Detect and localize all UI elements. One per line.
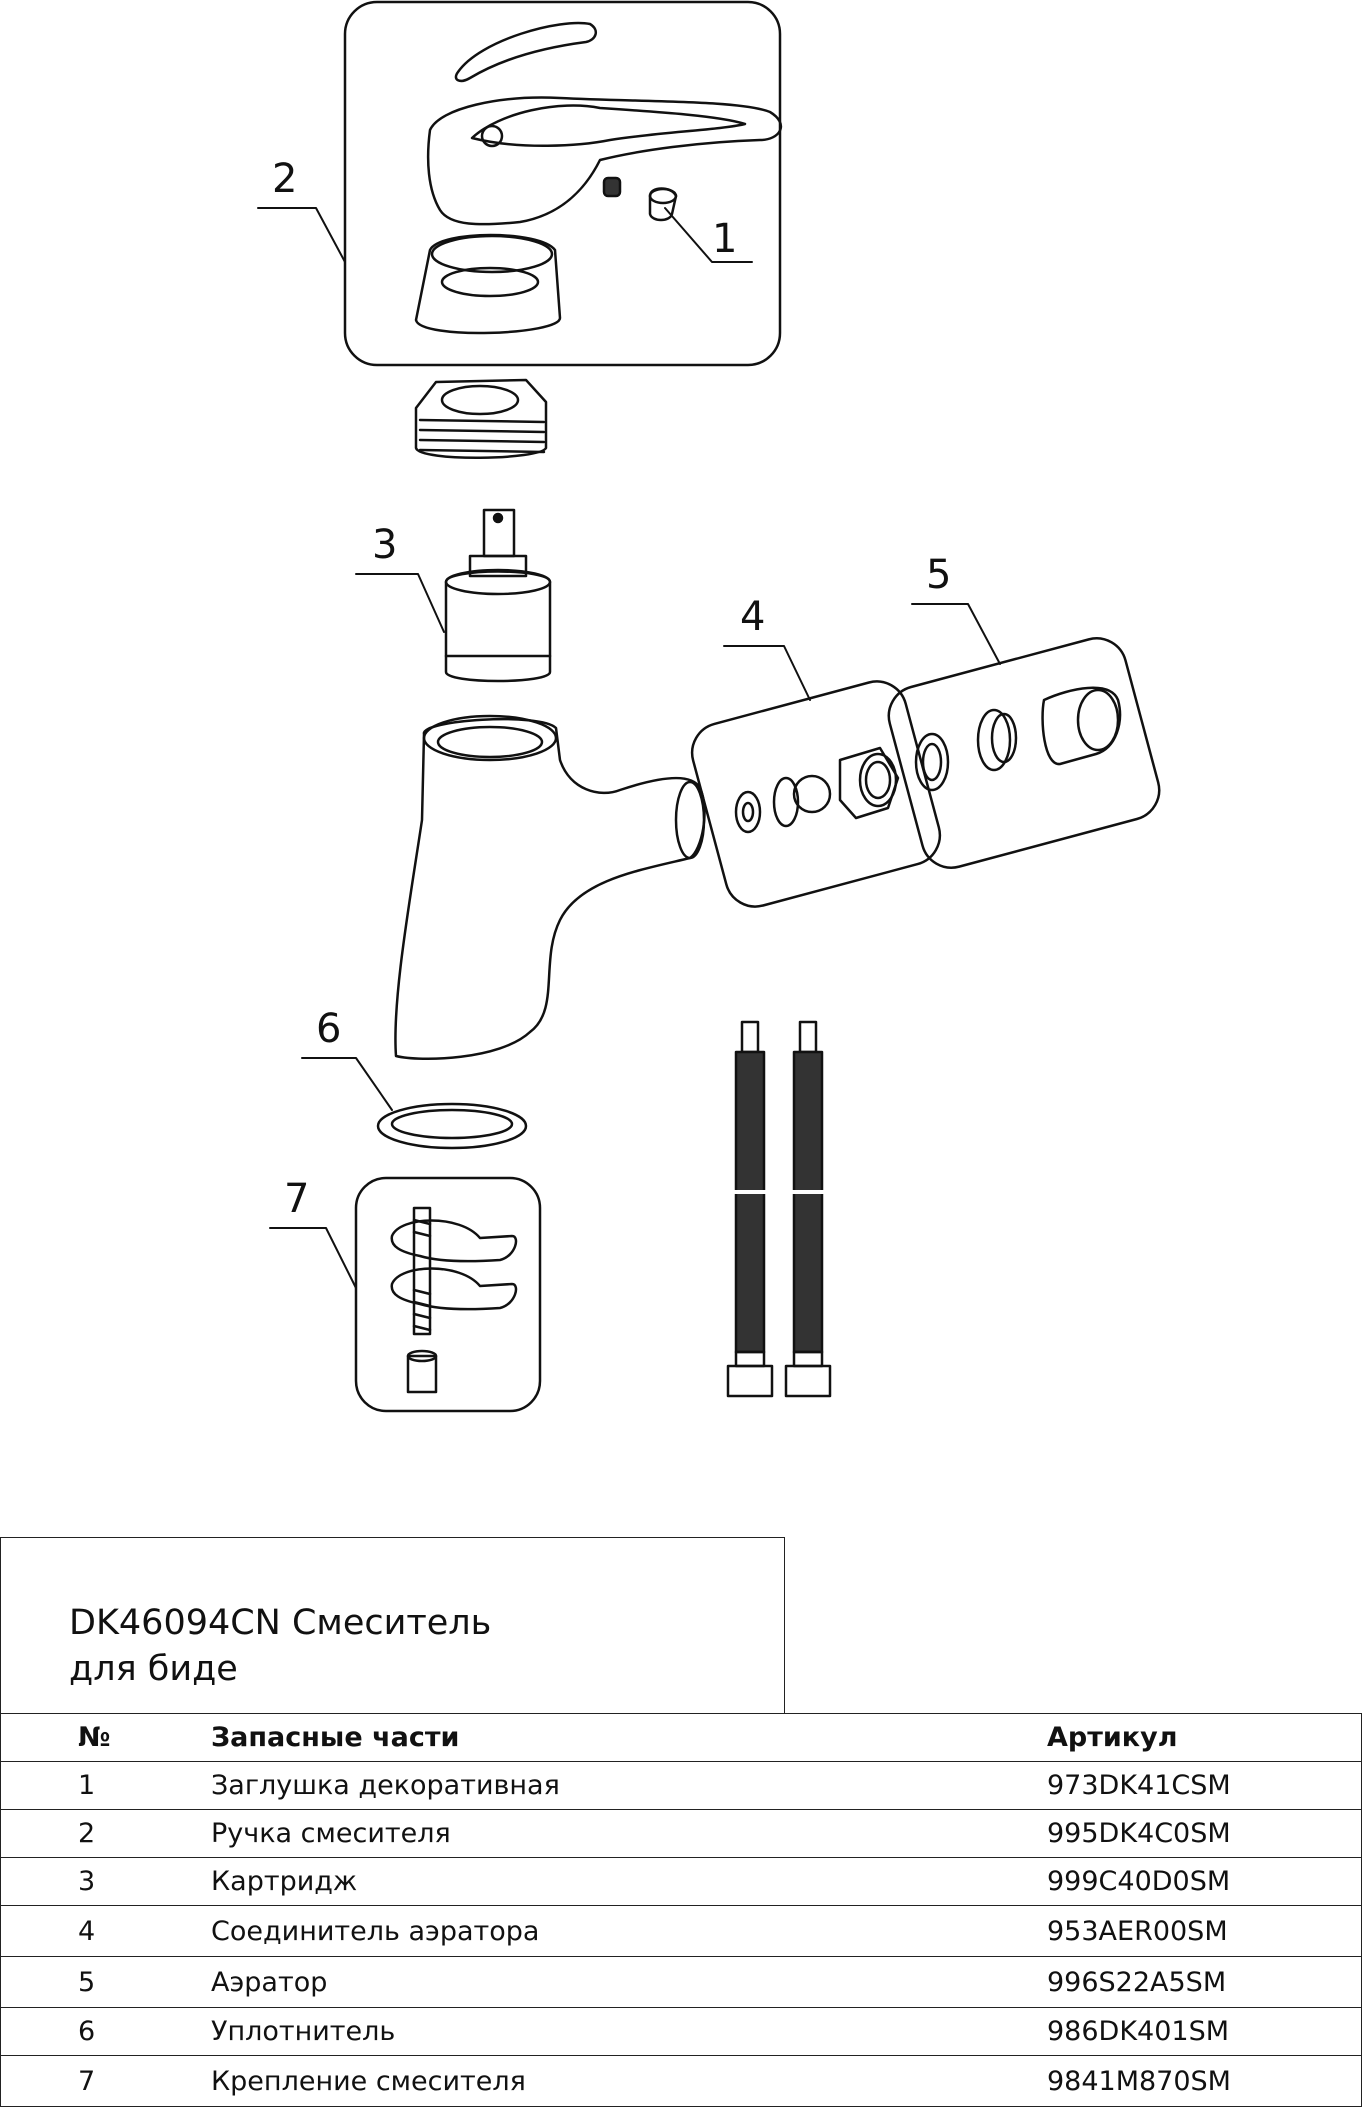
- callout-5-leader: [911, 603, 1001, 665]
- callout-2-leader: [257, 207, 346, 263]
- row-part-name: Соединитель аэратора: [211, 1905, 1047, 1957]
- aerator-connector-part: [734, 746, 900, 834]
- row-sku: 999C40D0SM: [1047, 1857, 1362, 1906]
- handle-screw-hole: [480, 124, 504, 148]
- header-number: №: [0, 1713, 211, 1762]
- flexible-hose-left: [726, 1020, 774, 1398]
- table-row: 6 Уплотнитель 986DK401SM: [0, 2007, 1362, 2056]
- row-part-name: Уплотнитель: [211, 2007, 1047, 2056]
- callout-3-leader: [355, 573, 445, 633]
- flexible-hose-right: [784, 1020, 832, 1398]
- handle-group-box: [343, 0, 782, 367]
- threaded-nut-part: [414, 378, 548, 459]
- gasket-part: [376, 1102, 528, 1150]
- handle-lever-part: [426, 96, 783, 226]
- callout-6-label: 6: [316, 1006, 341, 1052]
- row-number: 5: [0, 1956, 211, 2008]
- callout-3-label: 3: [372, 522, 397, 568]
- header-sku: Артикул: [1047, 1713, 1362, 1762]
- row-sku: 986DK401SM: [1047, 2007, 1362, 2056]
- callout-1-label: 1: [712, 216, 737, 262]
- mounting-kit-part: [390, 1206, 518, 1394]
- document-title-line2: для биде: [69, 1649, 238, 1689]
- table-row: 3 Картридж 999C40D0SM: [0, 1857, 1362, 1906]
- exploded-parts-diagram: 2 1 3 4: [257, 0, 1161, 1413]
- row-sku: 973DK41CSM: [1047, 1761, 1362, 1810]
- aerator-part: [914, 686, 1122, 792]
- row-sku: 953AER00SM: [1047, 1905, 1362, 1957]
- row-part-name: Ручка смесителя: [211, 1809, 1047, 1858]
- row-part-name: Заглушка декоративная: [211, 1761, 1047, 1810]
- document-title-line1: DK46094CN Смеситель: [69, 1603, 492, 1643]
- row-number: 4: [0, 1905, 211, 1957]
- set-screw-part: [602, 176, 622, 198]
- mounting-kit-group-box: [354, 1176, 542, 1413]
- row-number: 1: [0, 1761, 211, 1810]
- row-number: 6: [0, 2007, 211, 2056]
- callout-4-label: 4: [740, 594, 765, 640]
- row-sku: 996S22A5SM: [1047, 1956, 1362, 2008]
- callout-5-label: 5: [926, 552, 951, 598]
- callout-7-leader: [269, 1227, 357, 1289]
- row-part-name: Картридж: [211, 1857, 1047, 1906]
- row-part-name: Крепление смесителя: [211, 2055, 1047, 2107]
- row-part-name: Аэратор: [211, 1956, 1047, 2008]
- row-number: 7: [0, 2055, 211, 2107]
- table-row: 5 Аэратор 996S22A5SM: [0, 1956, 1362, 2008]
- callout-2-label: 2: [272, 156, 297, 202]
- row-number: 2: [0, 1809, 211, 1858]
- table-row: 2 Ручка смесителя 995DK4C0SM: [0, 1809, 1362, 1858]
- table-header-row: № Запасные части Артикул: [0, 1713, 1362, 1762]
- callout-7-label: 7: [284, 1176, 309, 1222]
- header-part-name: Запасные части: [211, 1713, 1047, 1762]
- table-row: 4 Соединитель аэратора 953AER00SM: [0, 1905, 1362, 1957]
- document-title-box: DK46094CN Смеситель для биде: [0, 1537, 785, 1713]
- row-sku: 9841M870SM: [1047, 2055, 1362, 2107]
- callout-4-leader: [723, 645, 811, 701]
- table-row: 7 Крепление смесителя 9841M870SM: [0, 2055, 1362, 2107]
- faucet-body-part: [394, 714, 706, 1060]
- lever-inner-groove: [470, 104, 747, 147]
- callout-1-leader: [664, 207, 753, 263]
- row-number: 3: [0, 1857, 211, 1906]
- spare-parts-table: № Запасные части Артикул 1 Заглушка деко…: [0, 1713, 1362, 2107]
- callout-6-leader: [301, 1057, 393, 1111]
- cartridge-part: [444, 508, 552, 683]
- lever-cap-part: [454, 21, 598, 83]
- table-row: 1 Заглушка декоративная 973DK41CSM: [0, 1761, 1362, 1810]
- row-sku: 995DK4C0SM: [1047, 1809, 1362, 1858]
- dome-cover-part: [414, 233, 562, 335]
